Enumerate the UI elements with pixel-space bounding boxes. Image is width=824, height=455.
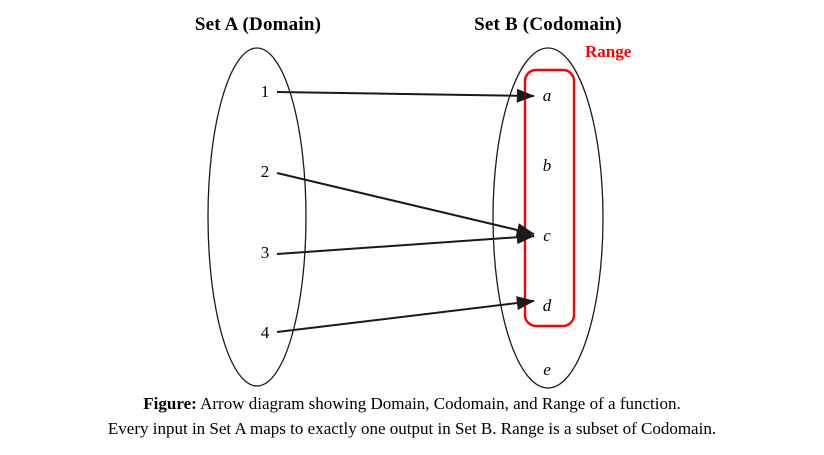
set-a-ellipse [207,47,307,387]
set-b-element-c: c [543,226,551,245]
mapping-arrow-1-to-a [276,88,535,103]
set-a-title: Set A (Domain) [194,14,322,35]
set-b-title: Set B (Codomain) [474,14,622,35]
mapping-arrow-4-to-d [276,296,535,333]
range-label: Range [585,42,632,61]
caption-line-2: Every input in Set A maps to exactly one… [107,418,717,438]
mapping-arrow-2-to-c [276,172,535,237]
set-a-element-3: 3 [260,243,270,262]
caption-lead: Figure: [143,394,197,413]
set-a-element-4: 4 [260,323,270,342]
figure-caption: Figure: Arrow diagram showing Domain, Co… [0,392,824,441]
range-box [523,68,576,328]
caption-line-1-text: Arrow diagram showing Domain, Codomain, … [196,394,681,413]
set-b-element-e: e [543,360,551,379]
caption-line-1: Figure: Arrow diagram showing Domain, Co… [0,392,824,417]
mapping-arrow-3-to-c [276,230,535,255]
set-b-element-a: a [542,86,552,105]
set-a-element-1: 1 [260,82,270,101]
set-b-element-b: b [542,156,552,175]
set-b-ellipse [492,47,604,389]
set-b-element-d: d [542,296,552,315]
set-a-element-2: 2 [260,162,270,181]
